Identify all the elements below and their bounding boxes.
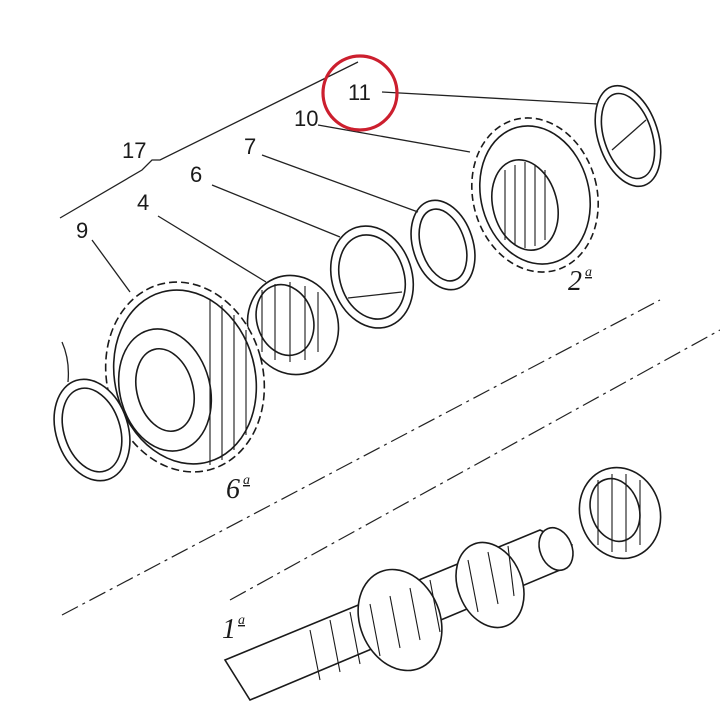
callout-17: 17 [122, 138, 146, 163]
callout-4: 4 [137, 190, 149, 215]
shim-ring-11 [594, 84, 662, 188]
gear-sixth [104, 281, 266, 473]
thrust-washer-left [53, 378, 131, 482]
label-second-gear: 2 a [568, 265, 592, 297]
main-shaft [223, 526, 574, 702]
needle-bearing-4 [246, 274, 340, 376]
highlight-circle [321, 54, 399, 132]
svg-text:6: 6 [226, 474, 240, 505]
label-sixth-gear: 6 a [226, 473, 250, 505]
needle-bearing-lower [578, 466, 662, 560]
svg-text:1: 1 [222, 614, 236, 645]
callout-6: 6 [190, 162, 202, 187]
gear-second [471, 117, 599, 273]
callout-11: 11 [348, 80, 371, 105]
label-first-gear: 1 a [222, 613, 245, 645]
thrust-washer-6 [329, 225, 415, 329]
svg-text:a: a [585, 265, 592, 280]
circlip-7 [410, 199, 476, 291]
callout-7: 7 [244, 134, 256, 159]
callout-10: 10 [294, 106, 318, 131]
axis-lines [61, 299, 720, 616]
svg-text:a: a [238, 613, 245, 628]
leader-lines [61, 91, 599, 383]
svg-text:a: a [243, 473, 250, 488]
callout-9: 9 [76, 218, 88, 243]
svg-text:2: 2 [568, 266, 582, 297]
assembly-bracket-17 [59, 61, 359, 219]
